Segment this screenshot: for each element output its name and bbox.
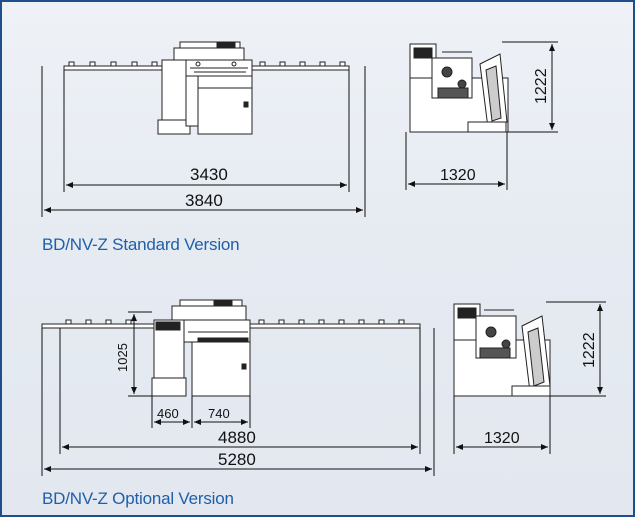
standard-version-caption: BD/NV-Z Standard Version — [42, 235, 240, 254]
standard-rail-pegs — [68, 61, 346, 67]
optional-side-view — [453, 303, 551, 397]
standard-front-view — [63, 41, 350, 135]
optional-side-dim-lines — [453, 301, 606, 454]
standard-side-width-label: 1320 — [440, 167, 476, 184]
optional-height-1025-label: 1025 — [115, 343, 130, 372]
optional-version-caption: BD/NV-Z Optional Version — [42, 489, 234, 508]
optional-side-width-label: 1320 — [484, 430, 520, 447]
optional-side-height-label: 1222 — [581, 332, 598, 368]
optional-rail-pegs — [65, 319, 405, 325]
optional-width-460-label: 460 — [157, 406, 179, 421]
standard-side-view — [409, 43, 509, 133]
standard-dim-lines — [41, 66, 366, 217]
optional-width-740-label: 740 — [208, 406, 230, 421]
standard-side-dim-lines — [405, 41, 558, 190]
standard-side-height-label: 1222 — [533, 68, 550, 104]
standard-inner-width-label: 3430 — [190, 165, 228, 184]
optional-front-view — [41, 299, 421, 397]
optional-inner-width-label: 4880 — [218, 428, 256, 447]
optional-dim-lines — [41, 311, 435, 476]
standard-outer-width-label: 3840 — [185, 191, 223, 210]
optional-outer-width-label: 5280 — [218, 450, 256, 469]
